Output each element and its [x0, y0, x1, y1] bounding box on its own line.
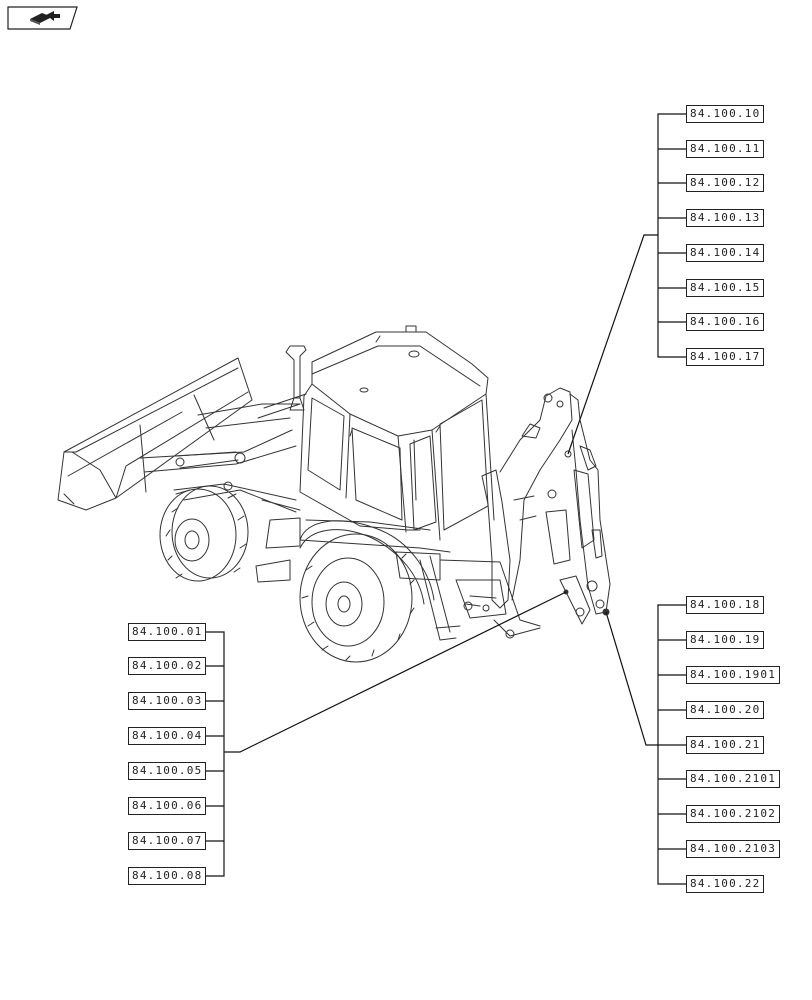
backhoe-boom — [481, 387, 573, 609]
ref-label: 84.100.14 — [690, 246, 761, 259]
ref-label: 84.100.13 — [690, 211, 761, 224]
ref-label: 84.100.2101 — [690, 772, 777, 785]
ref-84-100-19[interactable]: 84.100.19 — [686, 631, 765, 649]
ref-84-100-2102[interactable]: 84.100.2102 — [686, 805, 781, 823]
ref-label: 84.100.1901 — [690, 668, 777, 681]
ref-label: 84.100.08 — [132, 869, 203, 882]
ref-84-100-07[interactable]: 84.100.07 — [128, 832, 207, 850]
loader-bucket — [57, 357, 253, 511]
tractor-body — [255, 393, 451, 583]
ref-84-100-01[interactable]: 84.100.01 — [128, 623, 207, 641]
ref-84-100-18[interactable]: 84.100.18 — [686, 596, 765, 614]
ref-label: 84.100.05 — [132, 764, 203, 777]
ref-label: 84.100.18 — [690, 598, 761, 611]
ref-84-100-02[interactable]: 84.100.02 — [128, 657, 207, 675]
exhaust-stack — [285, 345, 307, 411]
ref-84-100-20[interactable]: 84.100.20 — [686, 701, 765, 719]
ref-84-100-03[interactable]: 84.100.03 — [128, 692, 207, 710]
ref-label: 84.100.04 — [132, 729, 203, 742]
ref-84-100-10[interactable]: 84.100.10 — [686, 105, 765, 123]
ref-label: 84.100.20 — [690, 703, 761, 716]
ref-84-100-1901[interactable]: 84.100.1901 — [686, 666, 781, 684]
ref-84-100-16[interactable]: 84.100.16 — [686, 313, 765, 331]
ref-84-100-05[interactable]: 84.100.05 — [128, 762, 207, 780]
ref-label: 84.100.12 — [690, 176, 761, 189]
front-wheels — [159, 485, 249, 582]
ref-84-100-06[interactable]: 84.100.06 — [128, 797, 207, 815]
ref-label: 84.100.22 — [690, 877, 761, 890]
ref-84-100-13[interactable]: 84.100.13 — [686, 209, 765, 227]
rear-wheel — [299, 520, 435, 663]
ref-84-100-17[interactable]: 84.100.17 — [686, 348, 765, 366]
ref-84-100-04[interactable]: 84.100.04 — [128, 727, 207, 745]
ref-label: 84.100.19 — [690, 633, 761, 646]
ref-84-100-08[interactable]: 84.100.08 — [128, 867, 207, 885]
ref-84-100-14[interactable]: 84.100.14 — [686, 244, 765, 262]
ref-label: 84.100.2103 — [690, 842, 777, 855]
ref-label: 84.100.21 — [690, 738, 761, 751]
ref-label: 84.100.03 — [132, 694, 203, 707]
loader-arms — [139, 403, 301, 513]
ref-label: 84.100.2102 — [690, 807, 777, 820]
ref-84-100-12[interactable]: 84.100.12 — [686, 174, 765, 192]
ref-label: 84.100.06 — [132, 799, 203, 812]
ref-84-100-11[interactable]: 84.100.11 — [686, 140, 765, 158]
ref-84-100-21[interactable]: 84.100.21 — [686, 736, 765, 754]
rear-frame — [419, 555, 541, 641]
ref-label: 84.100.10 — [690, 107, 761, 120]
ref-label: 84.100.17 — [690, 350, 761, 363]
ref-label: 84.100.02 — [132, 659, 203, 672]
ref-label: 84.100.16 — [690, 315, 761, 328]
ref-84-100-22[interactable]: 84.100.22 — [686, 875, 765, 893]
leader-lines — [198, 113, 686, 885]
ref-label: 84.100.01 — [132, 625, 203, 638]
ref-label: 84.100.15 — [690, 281, 761, 294]
cab — [299, 325, 495, 541]
ref-label: 84.100.11 — [690, 142, 761, 155]
backhoe-dipper — [559, 393, 611, 625]
ref-label: 84.100.07 — [132, 834, 203, 847]
ref-84-100-2103[interactable]: 84.100.2103 — [686, 840, 781, 858]
book-arrow-icon[interactable] — [6, 6, 78, 30]
ref-84-100-15[interactable]: 84.100.15 — [686, 279, 765, 297]
ref-84-100-2101[interactable]: 84.100.2101 — [686, 770, 781, 788]
